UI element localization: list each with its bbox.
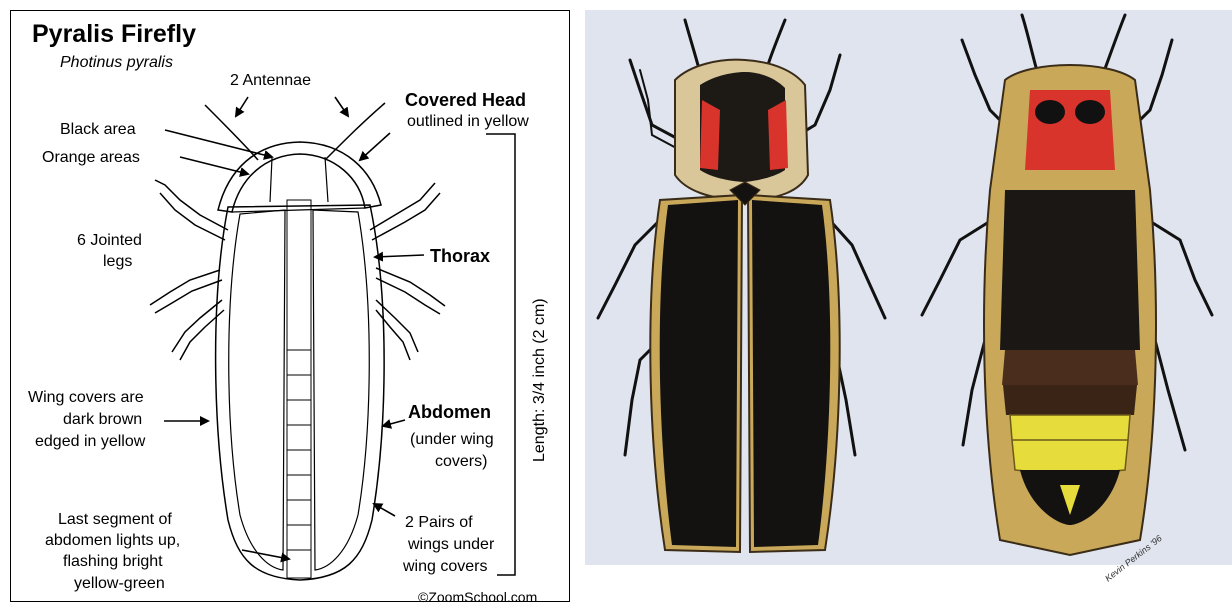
label-covered-head: Covered Head [405,90,526,110]
ventral-lantern [1010,415,1130,475]
label-abdomen: Abdomen [408,402,491,422]
label-wing-covers-line3: edged in yellow [35,433,146,450]
diagram-drawing [150,103,445,580]
label-wing-covers-line2: dark brown [63,411,142,428]
label-orange-areas: Orange areas [42,149,140,166]
firefly-ventral-illustration: Kevin Perkins '96 [922,15,1212,584]
elytra-inner-right [313,210,369,570]
diagram-subtitle: Photinus pyralis [60,54,173,71]
label-last-segment-line2: abdomen lights up, [45,532,180,549]
diagram-labels: Pyralis Firefly Photinus pyralis 2 Anten… [28,20,548,603]
label-covered-head-note: outlined in yellow [407,113,529,130]
label-legs-line2: legs [103,253,132,270]
label-last-segment-line4: yellow-green [74,575,165,592]
label-legs-line1: 6 Jointed [77,232,142,249]
diagram-arrows [164,97,515,575]
label-wings-line1: 2 Pairs of [405,514,473,531]
label-abdomen-note-line1: (under wing [410,431,494,448]
label-wings-line3: wing covers [402,558,487,575]
label-thorax: Thorax [430,246,490,266]
label-last-segment-line1: Last segment of [58,511,172,528]
abdomen-strip [287,200,311,578]
legs-right [370,183,445,360]
elytra-inner [229,210,285,570]
label-black-area: Black area [60,121,136,138]
label-length: Length: 3/4 inch (2 cm) [531,298,548,462]
head-shield [218,142,381,212]
antenna-right [325,103,385,160]
label-wings-line2: wings under [407,536,495,553]
label-wing-covers-line1: Wing covers are [28,389,144,406]
diagram-title: Pyralis Firefly [32,20,196,48]
label-antennae: 2 Antennae [230,72,311,89]
credit: ©ZoomSchool.com [418,589,537,603]
length-bracket [486,134,515,575]
label-abdomen-note-line2: covers) [435,453,487,470]
elytra-outline [216,205,385,580]
firefly-dorsal-illustration [598,20,885,552]
label-last-segment-line3: flashing bright [63,553,163,570]
abdomen-segments [287,350,311,550]
